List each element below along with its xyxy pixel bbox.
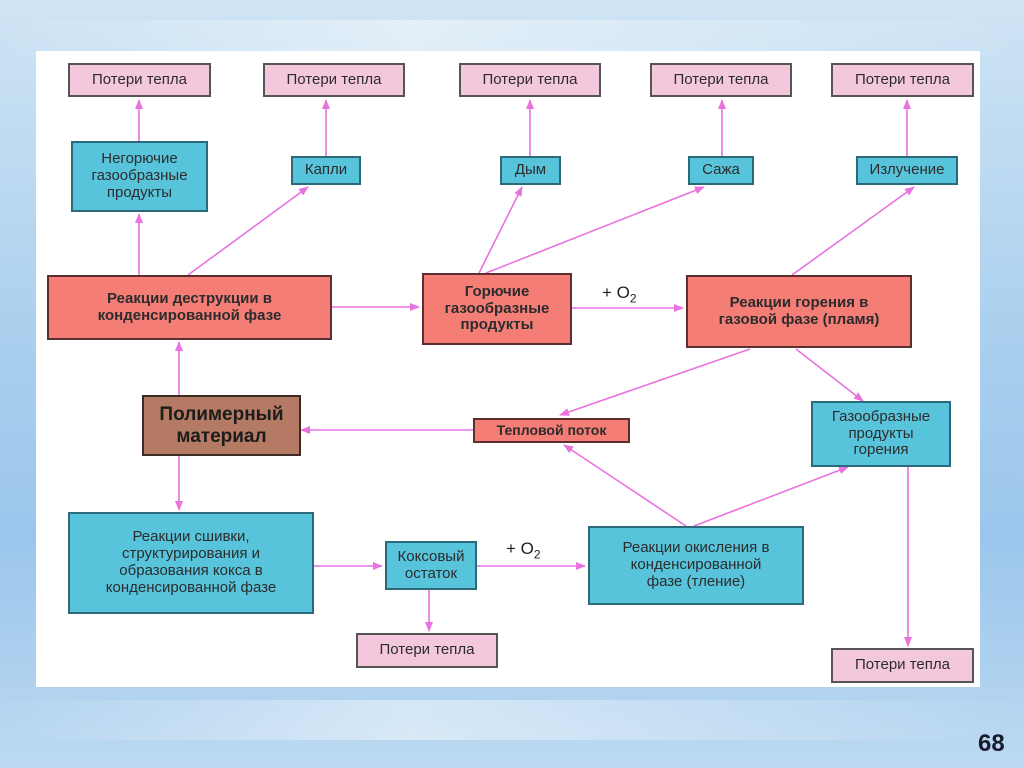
heat-loss-box-1: Потери тепла (68, 63, 211, 97)
oxidation-reactions-box: Реакции окисления в конденсированной фаз… (588, 526, 804, 605)
crosslinking-reactions-box: Реакции сшивки, структурирования и образ… (68, 512, 314, 614)
arrow-oxidation-to-heatflow (563, 444, 687, 527)
arrow-flame-to-gases (795, 348, 864, 402)
noncombustible-products-box: Негорючие газообразные продукты (71, 141, 208, 212)
heat-flow-box: Тепловой поток (473, 418, 630, 443)
oxygen-label-top: + O2 (602, 283, 637, 306)
page-number: 68 (978, 730, 1005, 757)
smoke-box: Дым (500, 156, 561, 185)
heat-loss-box-5: Потери тепла (831, 63, 974, 97)
combustion-gases-box: Газообразные продукты горения (811, 401, 951, 467)
arrow-flame-to-heatflow (559, 348, 751, 416)
combustible-products-box: Горючие газообразные продукты (422, 273, 572, 345)
oxygen-label-bottom: + O2 (506, 539, 541, 562)
diagram-panel: Потери тепла Потери тепла Потери тепла П… (36, 51, 980, 687)
background-streak (0, 700, 1024, 740)
arrow-layer (135, 99, 915, 647)
arrow-flame-to-radiation (791, 186, 915, 276)
heat-loss-box-4: Потери тепла (650, 63, 792, 97)
arrow-combustible-to-soot (485, 186, 705, 274)
arrow-combustible-to-smoke (478, 186, 523, 274)
heat-loss-box-2: Потери тепла (263, 63, 405, 97)
heat-loss-box-6: Потери тепла (356, 633, 498, 668)
arrow-destruction-to-drops (187, 186, 309, 276)
drops-box: Капли (291, 156, 361, 185)
heat-loss-box-3: Потери тепла (459, 63, 601, 97)
destruction-reactions-box: Реакции деструкции в конденсированной фа… (47, 275, 332, 340)
heat-loss-box-7: Потери тепла (831, 648, 974, 683)
polymer-material-box: Полимерный материал (142, 395, 301, 456)
arrow-oxidation-to-gases (693, 466, 849, 527)
char-residue-box: Коксовый остаток (385, 541, 477, 590)
soot-box: Сажа (688, 156, 754, 185)
radiation-box: Излучение (856, 156, 958, 185)
flame-reactions-box: Реакции горения в газовой фазе (пламя) (686, 275, 912, 348)
